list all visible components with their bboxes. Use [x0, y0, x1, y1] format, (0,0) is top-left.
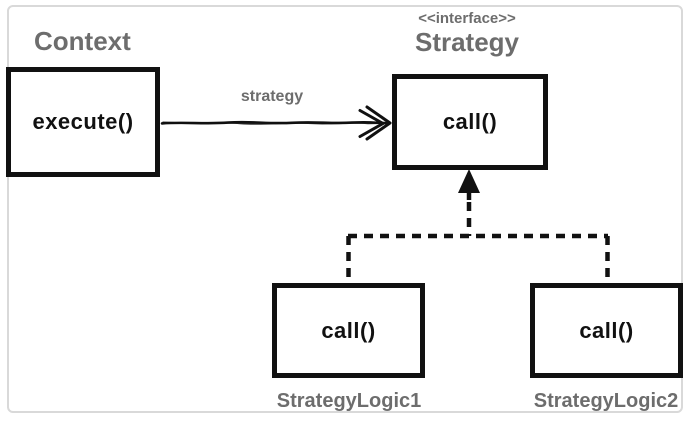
implementation-2-title: StrategyLogic2 — [533, 390, 679, 412]
strategy-interface-box: call() — [392, 74, 548, 170]
implementation-1-box: call() — [272, 283, 425, 378]
implementation-1-title: StrategyLogic1 — [276, 390, 422, 412]
diagram-frame — [7, 5, 683, 413]
context-box: execute() — [6, 67, 160, 177]
strategy-stereotype: <<interface>> — [418, 10, 516, 27]
association-label: strategy — [240, 88, 304, 105]
strategy-method-label: call() — [442, 109, 498, 134]
strategy-title: Strategy — [414, 27, 520, 57]
context-title: Context — [34, 26, 131, 56]
context-method-label: execute() — [32, 109, 134, 134]
implementation-2-method-label: call() — [579, 317, 634, 343]
implementation-1-method-label: call() — [321, 317, 376, 343]
implementation-2-box: call() — [530, 283, 683, 378]
